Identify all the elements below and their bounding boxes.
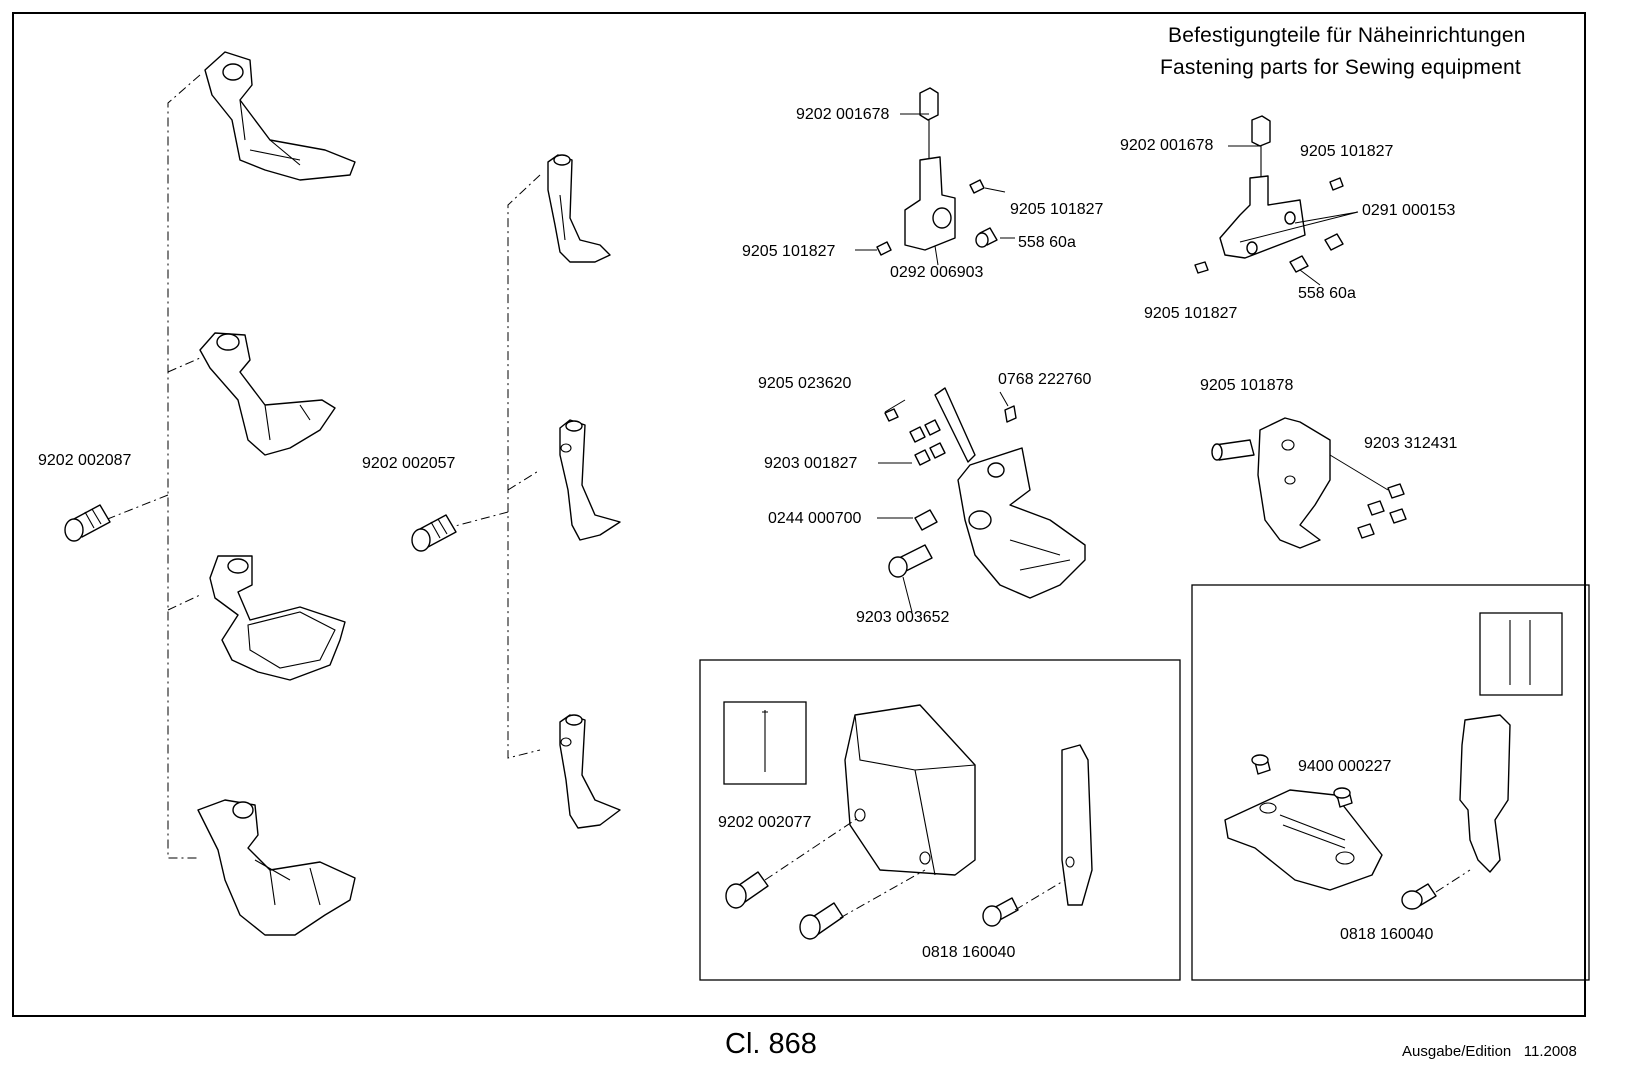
narrow-foot-2 [559,419,621,541]
part-label: 0291 000153 [1362,202,1456,219]
part-label: 9205 101878 [1200,377,1294,394]
assembly-b [1194,115,1359,286]
presser-foot-4 [197,799,356,936]
part-label: 9203 003652 [856,609,950,626]
assembly-d [1211,417,1407,549]
assembly-c [877,387,1086,613]
part-label: 0292 006903 [890,264,984,281]
part-label: 558 60a [1018,234,1076,251]
part-label: 9202 002077 [718,814,812,831]
model-number: Cl. 868 [725,1028,817,1060]
box-e-contents [723,701,1093,940]
part-label: 9205 101827 [1144,305,1238,322]
title-english: Fastening parts for Sewing equipment [1160,56,1521,79]
part-label: 9202 001678 [796,106,890,123]
part-label: 0818 160040 [1340,926,1434,943]
box-e [699,659,1181,981]
part-label: 9400 000227 [1298,758,1392,775]
presser-foot-3 [209,555,346,681]
narrow-foot-1 [547,154,611,263]
assembly-a [855,87,1015,266]
presser-foot-1 [204,51,356,181]
part-label: 0818 160040 [922,944,1016,961]
needle-symbol-single [723,701,807,785]
part-label: 9205 101827 [1300,143,1394,160]
part-label: 0768 222760 [998,371,1092,388]
part-label: 9203 001827 [764,455,858,472]
part-label: 9205 101827 [742,243,836,260]
part-label: 9202 002087 [38,452,132,469]
needle-symbol-double [1479,612,1563,696]
part-label: 9202 001678 [1120,137,1214,154]
part-label: 9203 312431 [1364,435,1458,452]
narrow-foot-3 [559,714,621,829]
box-f [1191,584,1590,981]
part-label: 0244 000700 [768,510,862,527]
part-label: 9202 002057 [362,455,456,472]
edition-date: Ausgabe/Edition 11.2008 [1402,1043,1577,1060]
presser-foot-2 [199,332,336,456]
part-label: 9205 101827 [1010,201,1104,218]
drawing-frame [12,12,1586,1017]
left-bracket [99,74,201,859]
screw-9202-002087 [64,504,111,542]
screw-9202-002057 [411,514,457,552]
part-label: 558 60a [1298,285,1356,302]
box-f-contents [1224,612,1563,910]
part-label: 9205 023620 [758,375,852,392]
title-german: Befestigungteile für Näheinrichtungen [1168,24,1526,47]
